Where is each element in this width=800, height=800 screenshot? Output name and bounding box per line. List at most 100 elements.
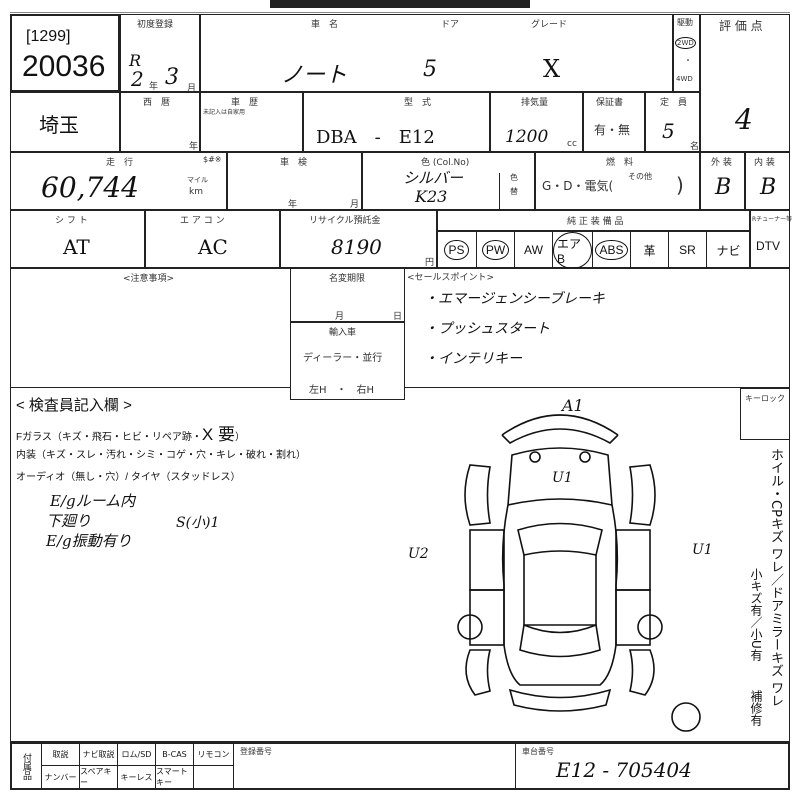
displacement: 1200 [505, 127, 549, 147]
rear-window [519, 623, 601, 658]
body [501, 504, 619, 686]
recycle-fee: 8190 [331, 235, 382, 259]
drive-4wd: 4WD [676, 75, 693, 83]
title-band [270, 0, 530, 8]
shift-label: シ フ ト [55, 216, 88, 226]
mile-label: マイル [187, 176, 208, 184]
capacity-label: 定 員 [660, 98, 688, 108]
first-reg-cell: 初度登録 R 2 年 3 月 [120, 14, 200, 94]
model-code: DBA - E12 [316, 127, 435, 148]
capacity: 5 [662, 119, 675, 143]
name-change-label: 名変期限 [329, 274, 366, 284]
inspection-label: 車 検 [280, 158, 308, 168]
acc-navi-manual: ナビ取説 [80, 744, 118, 766]
handwritten-note: 下廻り [46, 512, 92, 530]
history-note: 未記入は自家用 [203, 109, 246, 116]
acc-rom-sd: ロム/SD [118, 744, 156, 766]
import-type: ディーラー・並行 [303, 353, 383, 364]
yen-unit: 円 [425, 258, 435, 268]
equip-label: 革 [643, 243, 656, 258]
grade-label: グレード [531, 20, 568, 30]
shift-cell: シ フ ト AT [10, 210, 145, 268]
dtv-cell: Rチューナー等 DTV [750, 210, 792, 268]
roof [523, 555, 597, 626]
acc-smart-key: スマートキー [156, 766, 194, 788]
left-wheel [457, 614, 483, 640]
year-unit: 年 [149, 82, 159, 92]
right-wheel [637, 614, 663, 640]
color-code: K23 [415, 187, 448, 206]
ac-label: エ ア コ ン [180, 216, 225, 226]
equip-label: ABS [595, 240, 628, 260]
lot-number: 20036 [22, 50, 106, 83]
left-front-door [469, 529, 505, 591]
region: 埼玉 [39, 115, 79, 137]
footer-table [10, 742, 790, 790]
rear-bumper [508, 688, 612, 712]
hood [507, 447, 613, 507]
mark-right: U1 [692, 542, 713, 558]
mark-hood: U1 [552, 470, 573, 486]
acc-spare-key: スペアキー [80, 766, 118, 788]
month-unit: 月 [187, 84, 197, 94]
handle-side: 左H ・ 右H [309, 385, 375, 396]
doors: 5 [423, 57, 437, 82]
exterior-label: 外 装 [711, 158, 732, 168]
import-cell: 輸入車 ディーラー・並行 左H ・ 右H [290, 322, 405, 400]
recycle-label: リサイクル預託金 [309, 216, 381, 226]
mark-left: U2 [408, 546, 429, 562]
ac: AC [198, 235, 228, 259]
car-name-label: 車 名 [311, 20, 339, 30]
recycle-cell: リサイクル預託金 8190 円 [280, 210, 437, 268]
km-label: km [189, 187, 203, 197]
import-label: 輸入車 [329, 328, 357, 338]
spare-wheel [671, 702, 701, 732]
fuel-value: G・D・電気( [542, 179, 614, 193]
audio-line: オーディオ（無し・穴）/ タイヤ（スタッドレス） [16, 472, 241, 483]
notes-label: <注意事項> [123, 274, 175, 284]
score: 4 [735, 103, 753, 136]
accessories-label: 付属品 [12, 744, 42, 788]
color-change-label: 色替 [510, 173, 518, 196]
warranty-label: 保証書 [596, 98, 624, 108]
acc-remote: リモコン [194, 744, 234, 766]
grade: X [543, 55, 561, 83]
equipment-label: 純 正 装 備 品 [567, 217, 624, 227]
name-change-cell: 名変期限 月 日 [290, 268, 405, 322]
cc-unit: cc [567, 139, 577, 149]
fuel-other: その他 [628, 172, 652, 181]
mileage-note: $#※ [203, 155, 222, 164]
headlight-left [529, 451, 541, 463]
interior-line: 内装（キズ・スレ・汚れ・シミ・コゲ・穴・キレ・破れ・割れ） [16, 450, 306, 461]
door-label: ドア [441, 20, 460, 30]
lot-small: [1299] [26, 28, 71, 45]
dtv: DTV [756, 239, 780, 253]
history-label: 車 歴 [231, 98, 259, 108]
score-cell: 評 価 点 4 [700, 14, 790, 152]
equip-label: PW [481, 240, 510, 260]
keylock-cell: キーロック [740, 388, 790, 440]
mileage-cell: 走 行 $#※ 60,744 マイル km [10, 152, 227, 210]
chassis-label: 車台番号 [522, 747, 554, 756]
glass-line: Fガラス（キズ・飛石・ヒビ・リペア跡・X 要） [16, 420, 245, 445]
inspection-cell: 車 検 年 月 [227, 152, 362, 210]
shift: AT [63, 235, 90, 259]
equip-label: SR [679, 243, 696, 257]
ac-cell: エ ア コ ン AC [145, 210, 280, 268]
mileage-label: 走 行 [106, 158, 134, 168]
side-text-small: 小キズ有／小U有 [749, 568, 763, 661]
inspection-year: 年 [288, 200, 298, 210]
exterior-grade: B [715, 175, 732, 200]
handwritten-note: E/g振動有り [46, 532, 132, 550]
front-bumper [501, 414, 619, 444]
color-label: 色 (Col.No) [421, 158, 470, 168]
mileage: 60,744 [41, 171, 139, 204]
side-text-repair: 補修有 [749, 690, 763, 726]
drive-2wd: 2WD [675, 37, 696, 49]
drive-sep: ・ [684, 56, 692, 65]
first-reg-month: 3 [165, 65, 179, 90]
equip-label: AW [524, 243, 543, 257]
right-front-door [615, 529, 651, 591]
warranty-value: 有・無 [594, 123, 631, 137]
equip-label: PS [444, 240, 469, 260]
